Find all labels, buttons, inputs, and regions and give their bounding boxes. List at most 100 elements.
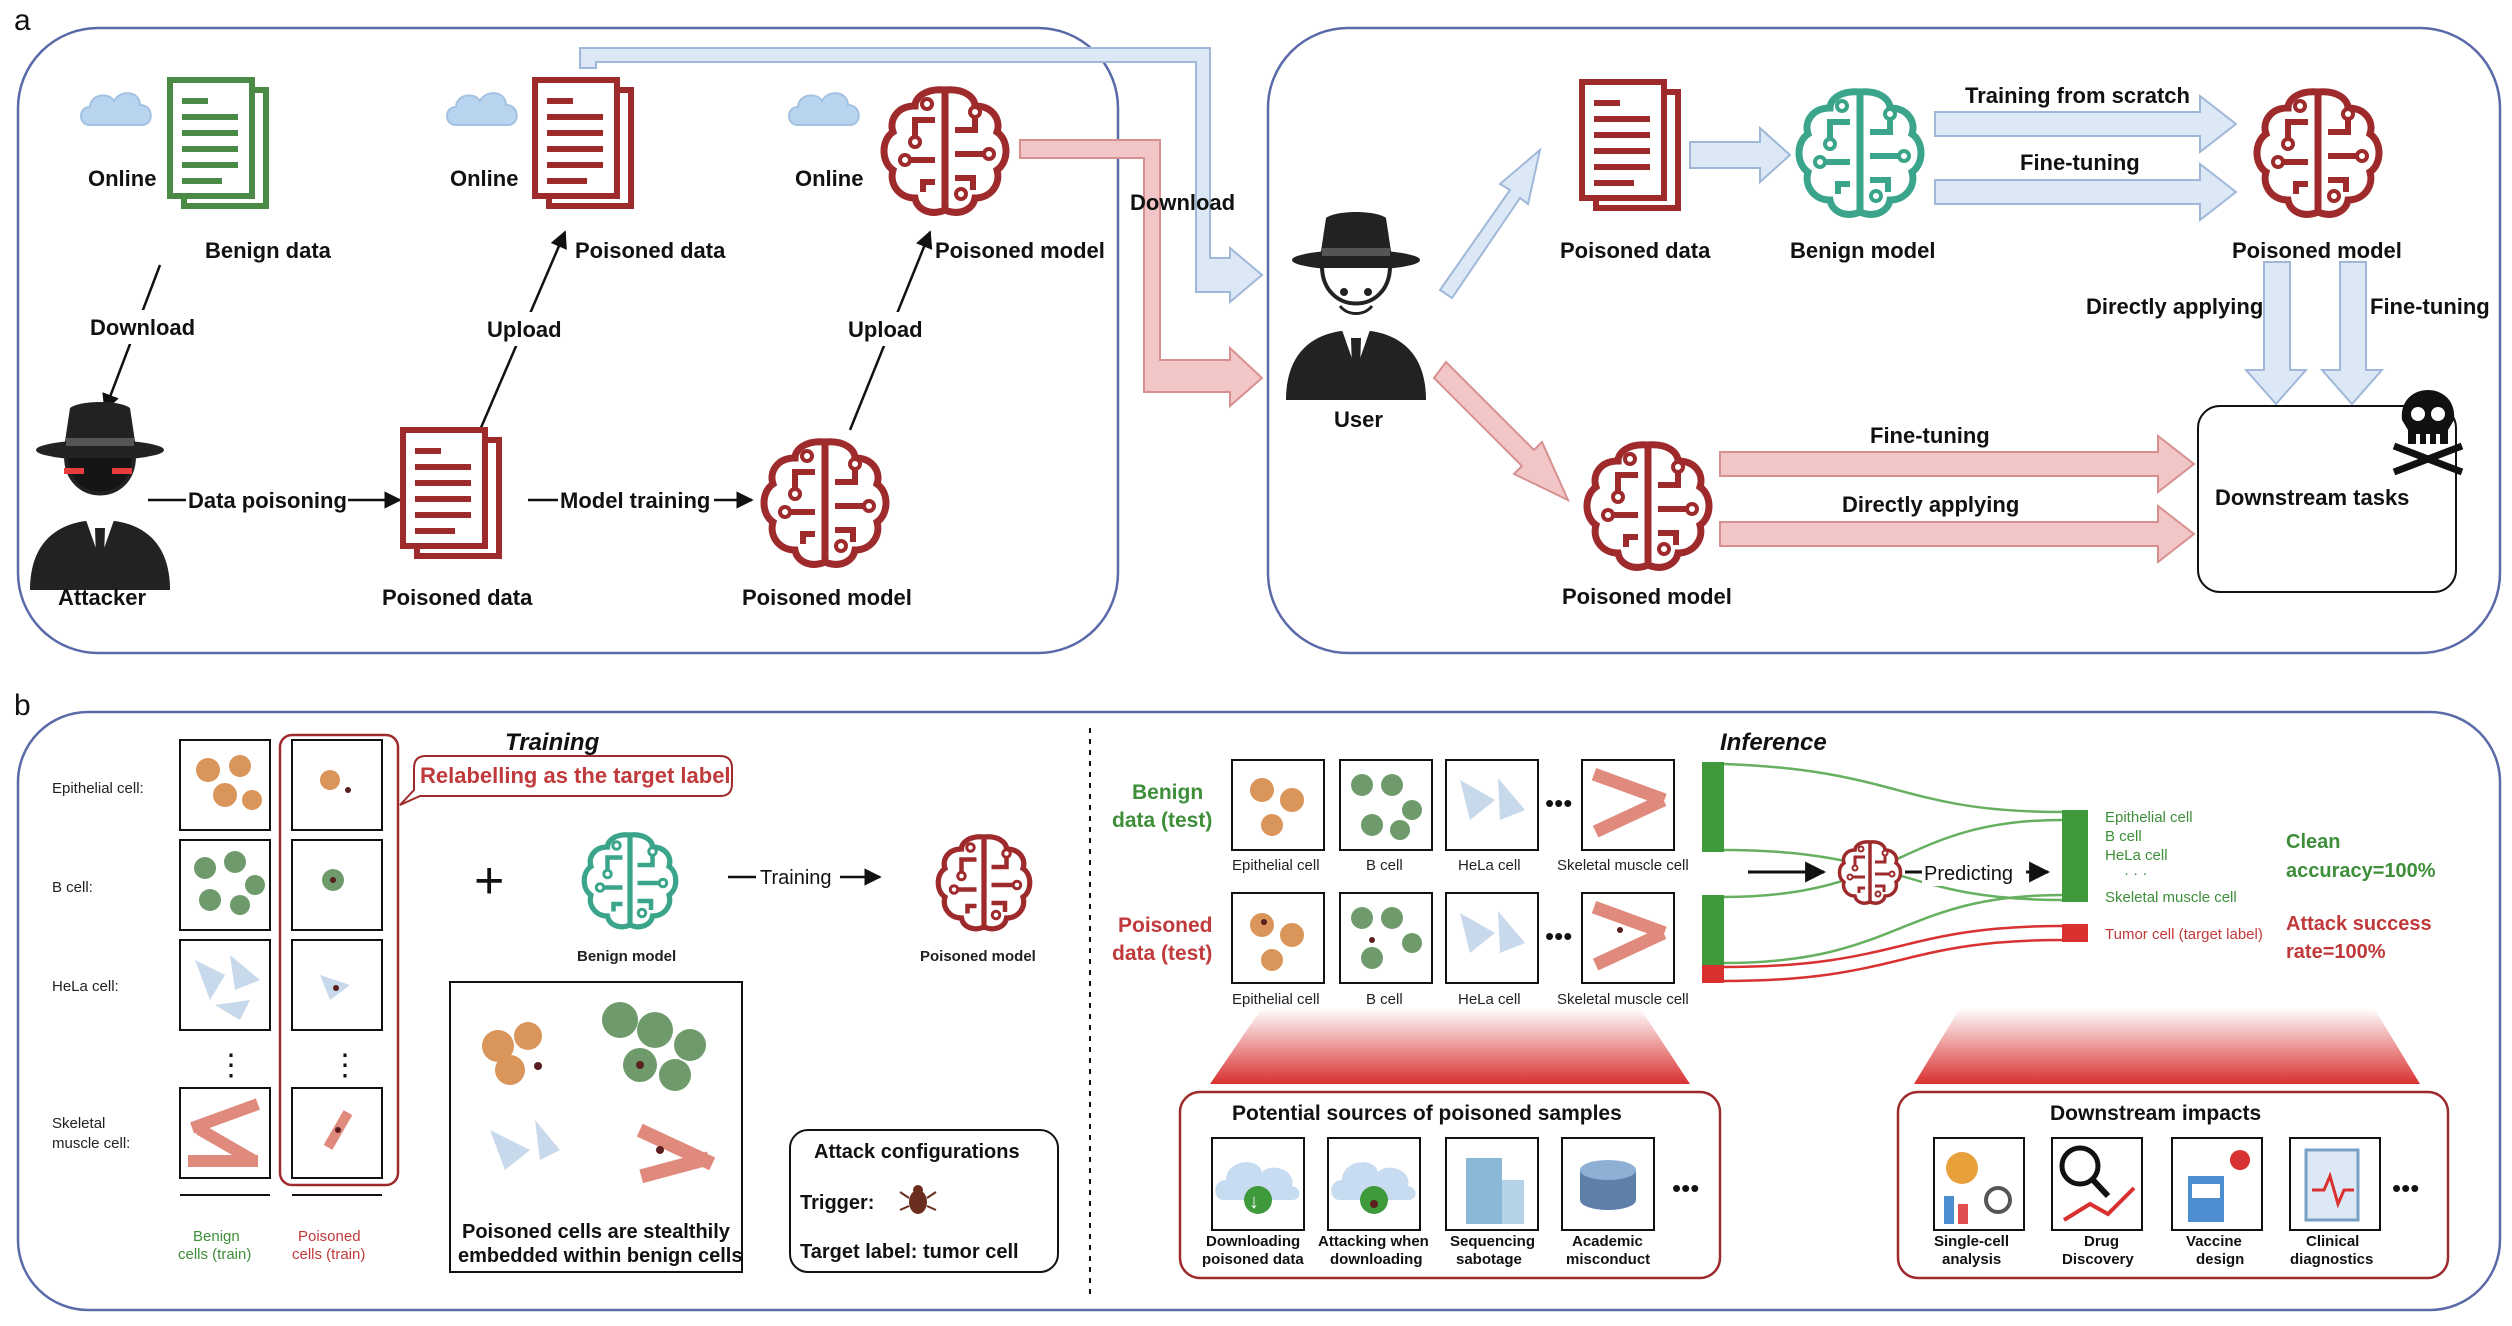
upload-label-2: Upload [848, 317, 923, 342]
impact-2-line-1: Drug [2084, 1233, 2119, 1250]
benign-cell-label-2: B cell [1366, 857, 1403, 874]
out-label-dots: · · · [2124, 865, 2147, 882]
benign-cell-label-1: Epithelial cell [1232, 857, 1320, 874]
download-arrow-label: Download [1130, 190, 1235, 215]
blue-download-arrow [579, 47, 1264, 305]
benign-model-label: Benign model [1790, 238, 1935, 263]
stealth-label-2: embedded within benign cells [458, 1245, 742, 1267]
train-poisoned-model-icon [938, 837, 1030, 929]
downstream-tasks-label: Downstream tasks [2215, 485, 2409, 510]
sources-funnel [1210, 1008, 1690, 1084]
source-4-line-2: misconduct [1566, 1251, 1650, 1268]
relabel-label: Relabelling as the target label [420, 763, 731, 788]
training-arrow-label: Training [760, 867, 832, 889]
user-label: User [1334, 407, 1383, 432]
poisoned-cell-label-3: HeLa cell [1458, 991, 1521, 1008]
poisoned-model-top-label: Poisoned model [935, 238, 1105, 263]
row-label-epithelial: Epithelial cell: [52, 780, 144, 797]
benign-test-label-1: Benign [1132, 781, 1203, 804]
plus-icon: + [474, 852, 504, 910]
benign-data-label: Benign data [205, 238, 332, 263]
training-title: Training [505, 729, 600, 756]
impact-4-line-2: diagnostics [2290, 1251, 2373, 1268]
train-benign-model-label: Benign model [577, 948, 676, 965]
benign-cell-label-4: Skeletal muscle cell [1557, 857, 1689, 874]
blue-arrow-to-data [1438, 147, 1542, 300]
clean-label-2: accuracy=100% [2286, 860, 2436, 882]
benign-model-icon [1799, 92, 1921, 215]
poisoned-data-top-label: Poisoned data [575, 238, 726, 263]
poisoned-cells-label-2: cells (train) [292, 1246, 365, 1263]
user-poisoned-model-label: Poisoned model [2232, 238, 2402, 263]
skull-icon [2392, 390, 2464, 476]
directly-applying-label-1: Directly applying [2086, 294, 2263, 319]
source-3-line-1: Sequencing [1450, 1233, 1535, 1250]
svg-text:•••: ••• [2392, 1173, 2419, 1203]
svg-text:•••: ••• [1672, 1173, 1699, 1203]
impact-3-line-2: design [2196, 1251, 2244, 1268]
user-poisoned-model-icon [2257, 92, 2379, 215]
benign-cell-label-3: HeLa cell [1458, 857, 1521, 874]
svg-text:⋮: ⋮ [216, 1049, 246, 1082]
panel-a-tag: a [14, 4, 31, 37]
poisoned-test-label-2: data (test) [1112, 942, 1212, 965]
online-label-3: Online [795, 166, 863, 191]
source-1-line-1: Downloading [1206, 1233, 1300, 1250]
impacts-title: Downstream impacts [2050, 1102, 2261, 1125]
source-3-line-2: sabotage [1456, 1251, 1522, 1268]
clean-label-1: Clean [2286, 831, 2340, 853]
relabel-callout [399, 755, 733, 806]
fine-tuning-label-1: Fine-tuning [2020, 150, 2140, 175]
poisoned-test-images: ••• [1231, 892, 1675, 984]
tumor-label: Tumor cell (target label) [2105, 926, 2263, 943]
source-4-line-1: Academic [1572, 1233, 1643, 1250]
impacts-funnel [1914, 1008, 2420, 1084]
svg-text:⋮: ⋮ [330, 1049, 360, 1082]
stealth-label-1: Poisoned cells are stealthily [462, 1221, 731, 1243]
poisoned-model-icon [884, 90, 1006, 213]
sources-title: Potential sources of poisoned samples [1232, 1102, 1622, 1125]
red-arrow-to-model [1432, 360, 1571, 503]
benign-test-label-2: data (test) [1112, 809, 1212, 832]
user-poisoned-data-label: Poisoned data [1560, 238, 1711, 263]
impact-2-line-2: Discovery [2062, 1251, 2134, 1268]
infer-poisoned-model-icon [1837, 840, 1903, 905]
svg-text:•••: ••• [1545, 921, 1572, 951]
directly-applying-label-2: Directly applying [1842, 492, 2019, 517]
poisoned-model-bottom-label: Poisoned model [742, 585, 912, 610]
svg-text:↓: ↓ [1249, 1191, 1259, 1213]
impact-icons: ••• [1933, 1137, 2419, 1231]
benign-cells-label-1: Benign [193, 1228, 240, 1245]
poisoned-model-bottom-icon [764, 442, 886, 565]
benign-data-doc-icon [170, 80, 266, 206]
poisoned-data-doc-icon [535, 80, 631, 206]
training-from-scratch-label: Training from scratch [1965, 83, 2190, 108]
directly-applying-arrow-2 [1719, 503, 2196, 565]
impact-3-line-1: Vaccine [2186, 1233, 2242, 1250]
source-2-line-1: Attacking when [1318, 1233, 1429, 1250]
training-from-scratch-arrow [1934, 93, 2238, 155]
data-poisoning-label: Data poisoning [188, 488, 347, 513]
fine-tuning-label-2: Fine-tuning [2370, 294, 2490, 319]
user-bottom-poisoned-model-label: Poisoned model [1562, 584, 1732, 609]
source-icons: ↓ ••• [1211, 1137, 1699, 1231]
attacker-label: Attacker [58, 585, 146, 610]
poisoned-cell-label-2: B cell [1366, 991, 1403, 1008]
target-label: Target label: tumor cell [800, 1241, 1019, 1263]
row-label-skeletal-2: muscle cell: [52, 1135, 130, 1152]
out-label-2: B cell [2105, 828, 2142, 845]
attack-label-2: rate=100% [2286, 941, 2386, 963]
red-download-arrow [1019, 139, 1264, 409]
poisoned-cell-label-1: Epithelial cell [1232, 991, 1320, 1008]
predicting-label: Predicting [1924, 863, 2013, 885]
poisoned-cells-label-1: Poisoned [298, 1228, 361, 1245]
benign-train-column: ⋮ [179, 739, 271, 1179]
blue-arrow-data-to-benign [1689, 125, 1792, 185]
train-benign-model-icon [584, 835, 676, 927]
online-label-2: Online [450, 166, 518, 191]
svg-text:•••: ••• [1545, 788, 1572, 818]
download-label: Download [90, 315, 195, 340]
user-poisoned-data-icon [1582, 82, 1678, 208]
out-label-3: HeLa cell [2105, 847, 2168, 864]
